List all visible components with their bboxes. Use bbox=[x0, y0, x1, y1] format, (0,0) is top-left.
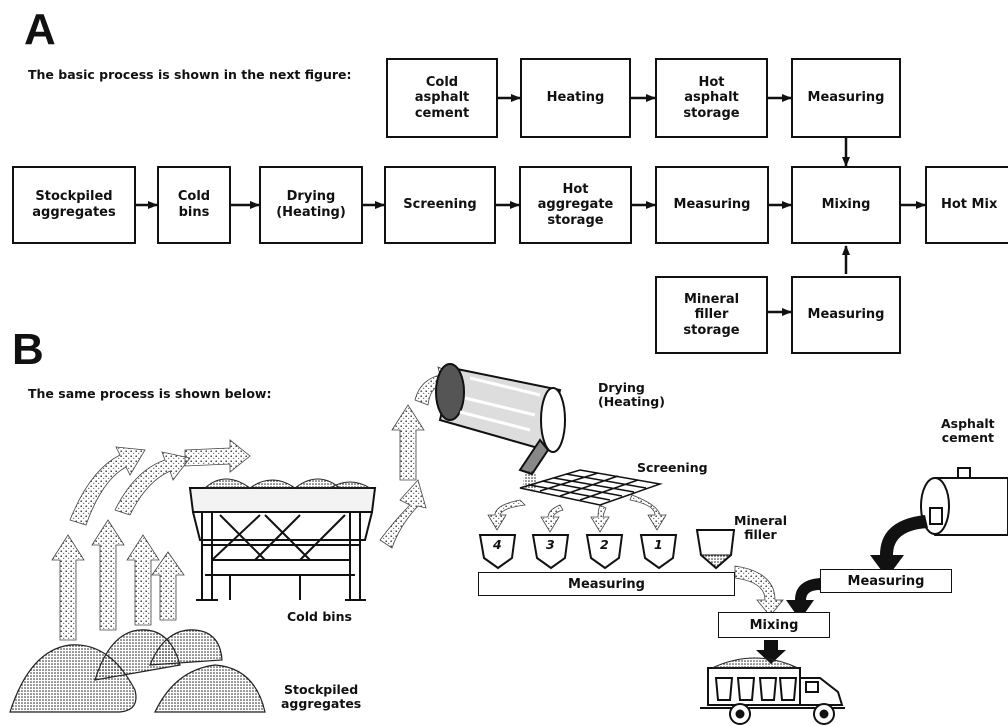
bin-number-4: 4 bbox=[493, 537, 502, 552]
box-cold-asphalt-cement: Cold asphalt cement bbox=[386, 58, 498, 138]
panel-b-letter: B bbox=[12, 325, 44, 374]
mixing-bar: Mixing bbox=[718, 612, 830, 638]
box-heating: Heating bbox=[520, 58, 631, 138]
box-mineral-filler-storage: Mineral filler storage bbox=[655, 276, 768, 354]
box-mixing: Mixing bbox=[791, 166, 901, 244]
dump-truck bbox=[700, 667, 845, 725]
label-stockpiled-aggregates: Stockpiled aggregates bbox=[281, 682, 362, 712]
label-drying-heating: Drying (Heating) bbox=[598, 380, 665, 410]
bin-number-3: 3 bbox=[546, 537, 555, 552]
box-hot-aggregate-storage: Hot aggregate storage bbox=[519, 166, 632, 244]
panel-a-letter: A bbox=[24, 5, 56, 54]
box-hot-asphalt-storage: Hot asphalt storage bbox=[655, 58, 768, 138]
stockpile-mounds bbox=[9, 629, 266, 713]
cold-bins-structure bbox=[188, 487, 377, 601]
box-measuring-filler: Measuring bbox=[791, 276, 901, 354]
bin-number-1: 1 bbox=[654, 537, 663, 552]
box-hot-mix: Hot Mix bbox=[925, 166, 1008, 244]
asphalt-tank bbox=[920, 467, 1008, 536]
hot-bins bbox=[478, 529, 736, 570]
screening-mesh bbox=[519, 469, 663, 506]
label-asphalt-cement: Asphalt cement bbox=[941, 416, 995, 446]
label-screening: Screening bbox=[637, 460, 708, 475]
box-stockpiled-aggregates: Stockpiled aggregates bbox=[12, 166, 136, 244]
box-screening: Screening bbox=[384, 166, 496, 244]
box-cold-bins: Cold bins bbox=[157, 166, 231, 244]
panel-a-intro: The basic process is shown in the next f… bbox=[28, 67, 352, 82]
box-measuring-aggregate: Measuring bbox=[655, 166, 769, 244]
panel-b-intro: The same process is shown below: bbox=[28, 386, 272, 401]
dryer-drum bbox=[435, 363, 566, 476]
label-cold-bins: Cold bins bbox=[287, 609, 352, 624]
measuring-bar-aggregate: Measuring bbox=[478, 572, 735, 596]
measuring-bar-asphalt: Measuring bbox=[820, 569, 952, 593]
bin-number-2: 2 bbox=[600, 537, 609, 552]
box-drying-heating: Drying (Heating) bbox=[259, 166, 363, 244]
label-mineral-filler: Mineral filler bbox=[734, 513, 787, 543]
box-measuring-asphalt: Measuring bbox=[791, 58, 901, 138]
